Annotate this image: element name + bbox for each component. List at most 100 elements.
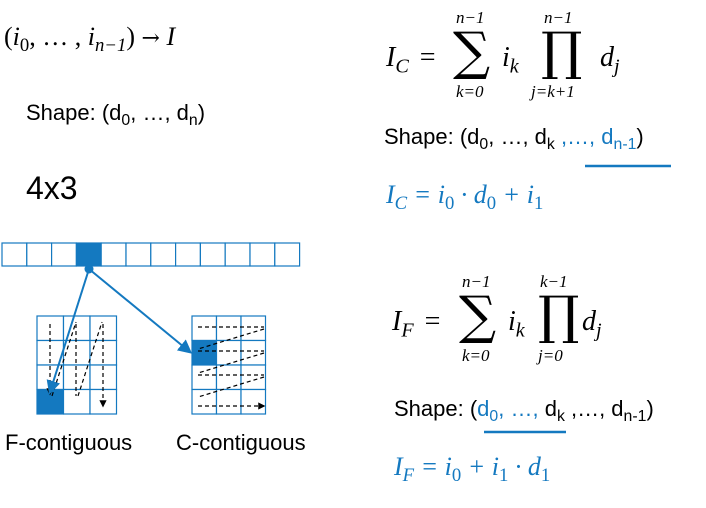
shape-f: Shape: (d0, …, dk ,…, dn-1)	[394, 396, 654, 426]
example-c-lhs: I	[386, 180, 395, 209]
grid-cell	[240, 339, 267, 366]
mapping-i0: i	[12, 22, 20, 51]
memory-array	[1, 242, 301, 267]
example-c-rhs1: = i	[407, 180, 445, 209]
example-f-sub-a: 0	[451, 464, 462, 486]
f-contiguous-grid	[36, 315, 118, 415]
formula-f-i-sub: k	[515, 319, 525, 342]
grid-cell	[240, 315, 267, 342]
formula-c-prod-lower: j=k+1	[531, 82, 575, 101]
example-c-sub-a: 0	[444, 192, 455, 214]
grid-cell	[215, 315, 242, 342]
shape-c-blue-sub: n-1	[613, 136, 637, 154]
memory-cell	[26, 242, 53, 267]
formula-c-I-sub: C	[395, 55, 409, 78]
label-f-contiguous: F-contiguous	[5, 430, 133, 455]
formula-c-lhs: IC =	[386, 42, 436, 78]
pointer-to-c	[88, 268, 193, 354]
memory-cell	[1, 242, 28, 267]
example-f-rhs1: = i	[414, 452, 452, 481]
memory-cell	[224, 242, 251, 267]
pointer-to-f	[46, 268, 90, 395]
example-c-sub-b: 0	[486, 192, 497, 214]
formula-f-prod-lower: j=0	[538, 346, 563, 365]
example-f-rhs3: · d	[508, 452, 541, 481]
formula-c-d-sub: j	[614, 55, 620, 78]
example-f-rhs2: + i	[461, 452, 500, 481]
formula-f-i: i	[508, 306, 516, 337]
shape-c-mid: , …, d	[488, 124, 547, 149]
formula-c-factor: dj	[600, 42, 620, 78]
shape-c-subk: k	[546, 136, 555, 154]
shape-f-blue-sub0: 0	[489, 408, 499, 426]
formula-f-sum-symbol: ∑	[459, 286, 497, 346]
example-c-rhs2: · d	[454, 180, 487, 209]
shape-left-suffix: )	[197, 100, 206, 125]
mapping-arrow: →	[141, 26, 160, 51]
mapping-rparen: )	[126, 22, 135, 51]
example-c-sub-c: 1	[533, 192, 544, 214]
grid-cell	[191, 364, 218, 391]
formula-f-prod-symbol: ∏	[538, 286, 580, 346]
shape-c-blue-part: ,…, d	[554, 124, 614, 149]
shape-left-subn: n	[188, 112, 198, 130]
formula-f-prod-upper: k−1	[540, 272, 568, 291]
memory-cell	[125, 242, 152, 267]
example-c: IC = i0 · d0 + i1	[386, 180, 543, 213]
memory-cell	[75, 242, 102, 267]
formula-c-I: I	[386, 42, 396, 73]
memory-cell	[249, 242, 276, 267]
formula-c-i: i	[502, 42, 510, 73]
mapping-in: i	[87, 22, 95, 51]
formula-f-d: d	[582, 306, 596, 337]
shape-f-blue-mid: , …,	[498, 396, 545, 421]
shape-f-subn1: n-1	[623, 408, 647, 426]
shape-left: Shape: (d0, …, dn)	[26, 100, 206, 130]
mapping-target: I	[166, 22, 176, 51]
shape-c-suffix: )	[636, 124, 644, 149]
grid-cell	[36, 315, 65, 342]
shape-c-sub0: 0	[479, 136, 489, 154]
index-mapping: (i0, … , in−1) → I	[4, 22, 176, 55]
grid-cell	[191, 315, 218, 342]
pointer-arrows	[46, 264, 193, 395]
shape-left-mid: , …, d	[130, 100, 189, 125]
dims-label: 4x3	[26, 170, 78, 206]
shape-f-suffix: )	[646, 396, 654, 421]
label-c-contiguous: C-contiguous	[176, 430, 306, 455]
mapping-lparen: (	[4, 22, 13, 51]
memory-cell	[50, 242, 77, 267]
c-traversal-path	[197, 326, 266, 410]
formula-f-term: ik	[508, 306, 525, 342]
formula-f-I-sub: F	[401, 319, 414, 342]
shape-f-black-d: d	[544, 396, 557, 421]
c-contiguous-grid	[191, 315, 267, 415]
memory-cell	[175, 242, 202, 267]
formula-c-sum-symbol: ∑	[453, 22, 491, 82]
shape-c-blue: ,…, dn-1	[554, 124, 636, 152]
shape-f-subk: k	[556, 408, 565, 426]
formula-c-prod-symbol: ∏	[541, 22, 583, 82]
shape-left-sub0: 0	[121, 112, 131, 130]
example-f-lhs-sub: F	[402, 464, 415, 486]
memory-cell	[274, 242, 301, 267]
example-f: IF = i0 + i1 · d1	[394, 452, 550, 485]
grid-cell	[62, 364, 91, 391]
grid-cell	[191, 388, 218, 415]
formula-c-sum-lower: k=0	[456, 82, 484, 101]
formula-f-lhs: IF =	[392, 306, 440, 342]
mapping-sub0: 0	[19, 34, 30, 56]
grid-cell	[215, 339, 242, 366]
grid-cell	[240, 388, 267, 415]
example-c-lhs-sub: C	[394, 192, 408, 214]
formula-f-factor: dj	[582, 306, 602, 341]
shape-f-blue: d0, …,	[477, 396, 545, 424]
example-f-sub-b: 1	[499, 464, 509, 486]
mapping-subn1: n−1	[95, 34, 127, 56]
example-f-sub-c: 1	[540, 464, 551, 486]
grid-cell	[36, 388, 65, 415]
shape-c-prefix: Shape: (d	[384, 124, 480, 149]
grid-cell	[215, 364, 242, 391]
memory-cell	[100, 242, 127, 267]
shape-c: Shape: (d0, …, dk ,…, dn-1)	[384, 124, 644, 154]
